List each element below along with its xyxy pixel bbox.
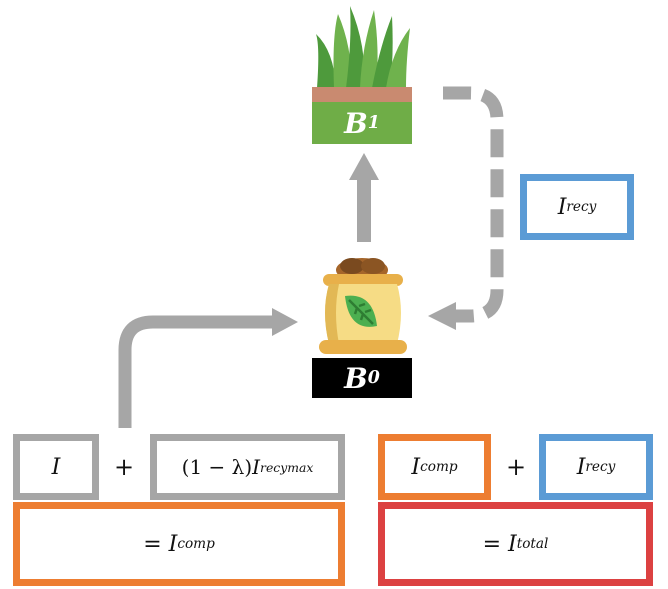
- right-result-prefix: =: [482, 531, 509, 557]
- left-result-sub: comp: [177, 536, 215, 552]
- right-term1-main: I: [411, 454, 421, 480]
- b1-sub: 1: [367, 113, 380, 133]
- right-result-sub: total: [516, 536, 549, 552]
- right-term1-sub: comp: [420, 459, 458, 475]
- arrow-b0-to-b1: [349, 153, 379, 242]
- arrow-input: [118, 308, 298, 428]
- right-term2-main: I: [576, 454, 586, 480]
- left-term2-sub: recymax: [260, 459, 314, 475]
- right-plus: +: [506, 453, 527, 481]
- left-result-main: I: [168, 531, 178, 557]
- recycle-main: I: [557, 194, 567, 220]
- right-result-main: I: [508, 531, 517, 557]
- left-term2-prefix: (1 − λ): [181, 455, 253, 479]
- arrow-recycle: [428, 86, 504, 330]
- left-term1: I: [51, 454, 61, 480]
- soil-strip: [312, 87, 412, 102]
- recycle-sub: recy: [566, 199, 597, 215]
- left-term1-box: I: [13, 434, 99, 500]
- right-term2-sub: recy: [585, 459, 616, 475]
- left-plus: +: [114, 453, 135, 481]
- b1-main: B: [344, 106, 368, 140]
- left-result-prefix: =: [143, 531, 169, 557]
- b0-main: B: [344, 361, 368, 395]
- left-term2-main: I: [252, 455, 261, 479]
- b0-sub: 0: [367, 368, 380, 388]
- grass-icon: [312, 6, 412, 102]
- fertilizer-bag-icon: [319, 258, 407, 354]
